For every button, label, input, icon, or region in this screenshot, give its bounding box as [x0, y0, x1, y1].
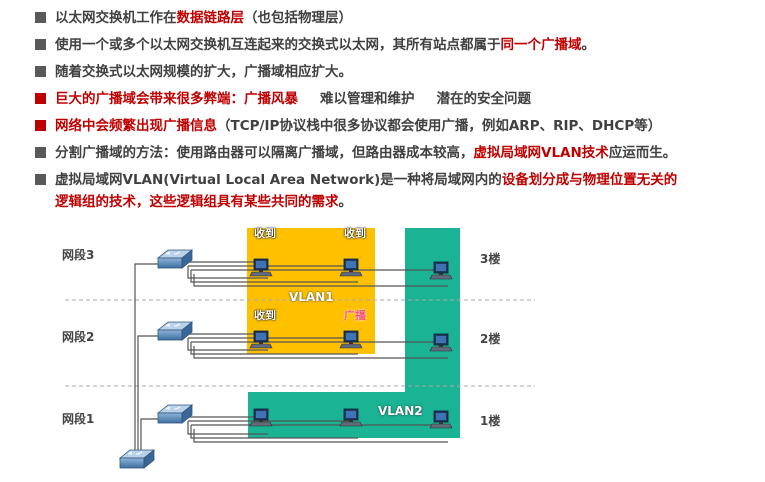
- received-tag: 收到: [254, 227, 276, 240]
- broadcast-tag: 广播: [344, 309, 366, 322]
- bullet-text: 巨大的广播域会带来很多弊端：广播风暴难以管理和维护潜在的安全问题: [55, 91, 531, 107]
- bullet-text: 以太网交换机工作在数据链路层（也包括物理层）: [55, 10, 352, 26]
- floor-label: 1楼: [480, 414, 501, 428]
- bullet-square-icon: [35, 12, 46, 23]
- bullet-text: 分割广播域的方法：使用路由器可以隔离广播域，但路由器成本较高，虚拟局域网VLAN…: [55, 145, 677, 161]
- vlan1-label: VLAN1: [289, 290, 334, 304]
- segment-label: 网段3: [62, 248, 95, 262]
- bullet-text: 随着交换式以太网规模的扩大，广播域相应扩大。: [55, 64, 352, 80]
- floor-label: 2楼: [480, 332, 501, 346]
- vlan2-label: VLAN2: [378, 404, 423, 418]
- segment-label: 网段2: [62, 330, 95, 344]
- bullet-square-icon: [35, 120, 46, 131]
- bullet-square-icon: [35, 174, 46, 185]
- bullet-text-line2: 逻辑组的技术，这些逻辑组具有某些共同的需求。: [55, 194, 352, 210]
- received-tag: 收到: [344, 227, 366, 240]
- bullet-square-icon: [35, 93, 46, 104]
- bullet-text: 虚拟局域网VLAN(Virtual Local Area Network)是一种…: [55, 172, 678, 188]
- switch-icon: [157, 321, 193, 341]
- bullet-text: 网络中会频繁出现广播信息（TCP/IP协议栈中很多协议都会使用广播，例如ARP、…: [55, 118, 662, 134]
- bullet-square-icon: [35, 147, 46, 158]
- bullet-square-icon: [35, 39, 46, 50]
- bullet-square-icon: [35, 66, 46, 77]
- root-switch-icon: [119, 449, 155, 469]
- diagram-canvas: [65, 228, 535, 469]
- received-tag: 收到: [254, 309, 276, 322]
- bullet-text: 使用一个或多个以太网交换机互连起来的交换式以太网，其所有站点都属于同一个广播域。: [55, 37, 595, 53]
- vlan2-zone: [248, 228, 460, 438]
- segment-label: 网段1: [62, 412, 95, 426]
- switch-icon: [157, 404, 193, 424]
- switch-icon: [157, 249, 193, 269]
- vlan-diagram: 网段3 网段2 网段1 3楼 2楼 1楼 收到 收到 收到 广播 VLAN1 V…: [0, 214, 765, 478]
- floor-label: 3楼: [480, 252, 501, 266]
